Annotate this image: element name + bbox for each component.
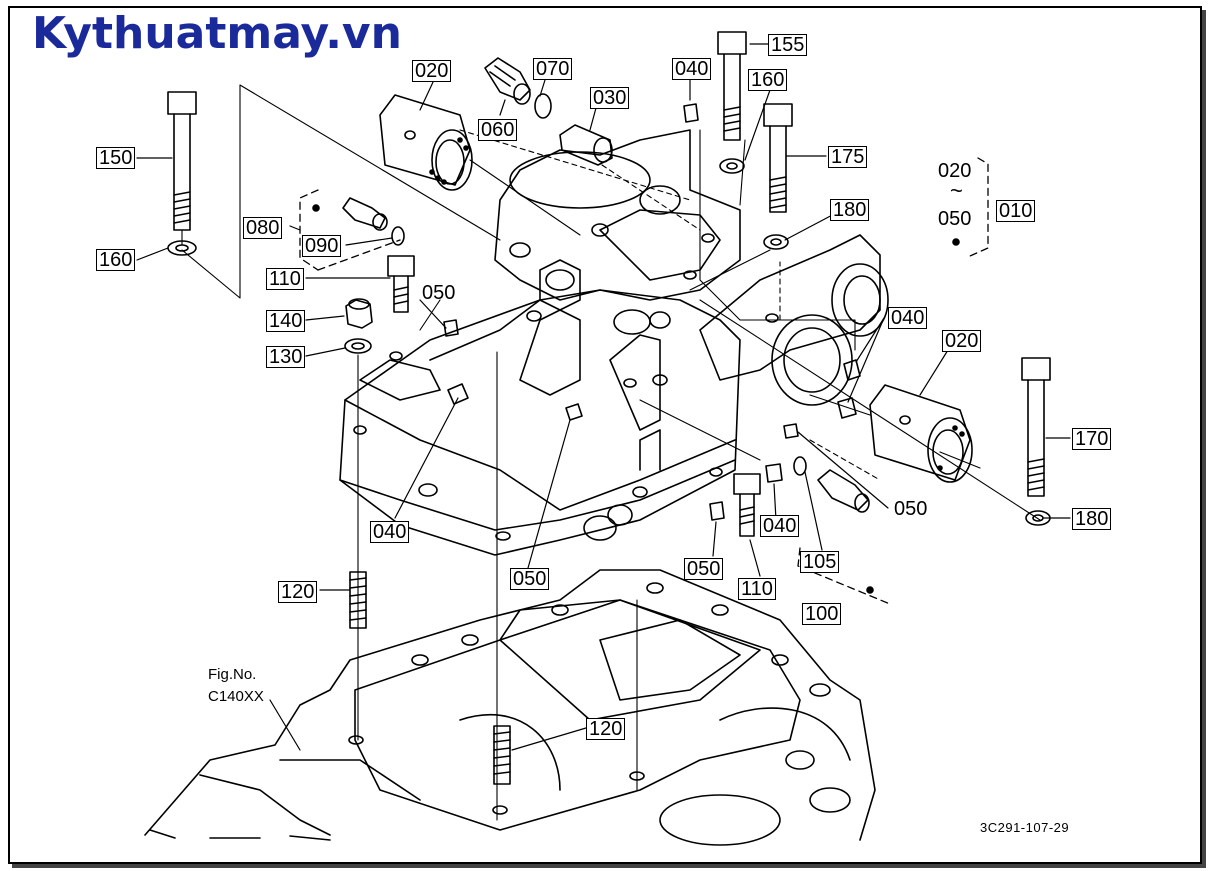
part-label-050-mid: 050	[510, 568, 550, 590]
part-label-070: 070	[533, 58, 573, 80]
plug-050-left	[443, 319, 459, 337]
part-label-120: 120	[278, 581, 318, 603]
fitting-100	[817, 469, 870, 513]
range-label-to: 050	[938, 208, 972, 230]
part-label-050-right: 050	[894, 498, 928, 520]
part-label-040-right: 040	[888, 307, 928, 329]
part-label-040: 040	[672, 58, 712, 80]
fitting-060	[484, 57, 531, 105]
diagram-frame	[8, 6, 1202, 864]
part-label-130: 130	[266, 346, 306, 368]
dot-010	[952, 238, 960, 246]
part-label-030: 030	[590, 87, 630, 109]
plug-050-lower	[709, 501, 725, 521]
part-label-150: 150	[96, 147, 136, 169]
leader-lines	[181, 84, 1041, 821]
part-label-155: 155	[768, 34, 808, 56]
plug-040-right-a	[843, 359, 861, 381]
part-label-100: 100	[802, 603, 842, 625]
bracket-010	[969, 157, 989, 257]
sleeve-020-right	[869, 384, 973, 483]
lift-arm-housing	[699, 234, 889, 406]
dashed-leaders	[459, 129, 881, 481]
drawing-number: 3C291-107-29	[980, 820, 1070, 835]
range-label-from: 020	[938, 160, 972, 182]
dot-080	[312, 204, 320, 212]
part-label-090: 090	[302, 235, 342, 257]
part-label-040-left: 040	[370, 521, 410, 543]
part-label-040-lower: 040	[760, 515, 800, 537]
plug-050-right	[783, 423, 799, 439]
plug-040-top	[683, 103, 699, 123]
bolt-110-right	[733, 473, 761, 537]
part-label-110: 110	[266, 268, 304, 290]
range-label-tilde: ~	[950, 178, 963, 203]
bolt-150	[167, 91, 197, 231]
nut-140	[345, 298, 373, 329]
washer-160-right	[719, 158, 745, 174]
part-label-050-lower: 050	[684, 558, 724, 580]
figure-caption: Fig.No.	[208, 666, 257, 683]
part-label-160: 160	[96, 249, 136, 271]
plug-050-mid	[565, 403, 583, 421]
o-ring-070	[534, 93, 552, 119]
part-label-050: 050	[422, 282, 456, 304]
bolt-170	[1021, 357, 1051, 497]
part-label-170: 170	[1072, 428, 1112, 450]
part-label-175: 175	[828, 146, 868, 168]
valve-housing	[494, 129, 741, 335]
callout-lines	[136, 43, 1071, 751]
sleeve-020-left	[379, 94, 473, 191]
bolt-175	[763, 103, 793, 213]
transmission-case	[144, 569, 876, 846]
o-ring-105	[793, 456, 807, 476]
washer-130	[344, 338, 372, 354]
part-label-105: 105	[800, 551, 840, 573]
part-label-140: 140	[266, 310, 306, 332]
plug-040-lower	[765, 463, 783, 483]
fitting-080	[342, 197, 388, 231]
bracket-100	[797, 547, 891, 605]
bolt-110-left	[387, 255, 415, 313]
figure-reference: Fig.No. C140XX	[208, 664, 264, 708]
o-ring-090	[391, 226, 405, 246]
part-label-110-lower: 110	[738, 578, 776, 600]
part-label-010: 010	[996, 200, 1036, 222]
plug-040-mid	[447, 383, 469, 405]
hydraulic-cover-body	[339, 289, 741, 556]
part-label-020-right: 020	[942, 330, 982, 352]
part-label-180-lower: 180	[1072, 508, 1112, 530]
site-title[interactable]: Kythuatmay.vn	[32, 8, 402, 59]
dot-100	[866, 586, 874, 594]
part-label-020: 020	[412, 60, 452, 82]
bolt-155	[717, 31, 747, 141]
stud-120-right	[493, 725, 511, 785]
bushing-030	[559, 124, 613, 166]
part-label-180: 180	[830, 199, 870, 221]
part-label-160-upper: 160	[748, 69, 788, 91]
figure-code: C140XX	[208, 688, 264, 705]
part-label-120-lower: 120	[586, 718, 626, 740]
bracket-080	[299, 189, 401, 271]
part-label-060: 060	[478, 119, 518, 141]
plug-040-right-b	[837, 397, 857, 419]
part-label-080: 080	[243, 217, 283, 239]
washer-180-upper	[763, 234, 789, 250]
